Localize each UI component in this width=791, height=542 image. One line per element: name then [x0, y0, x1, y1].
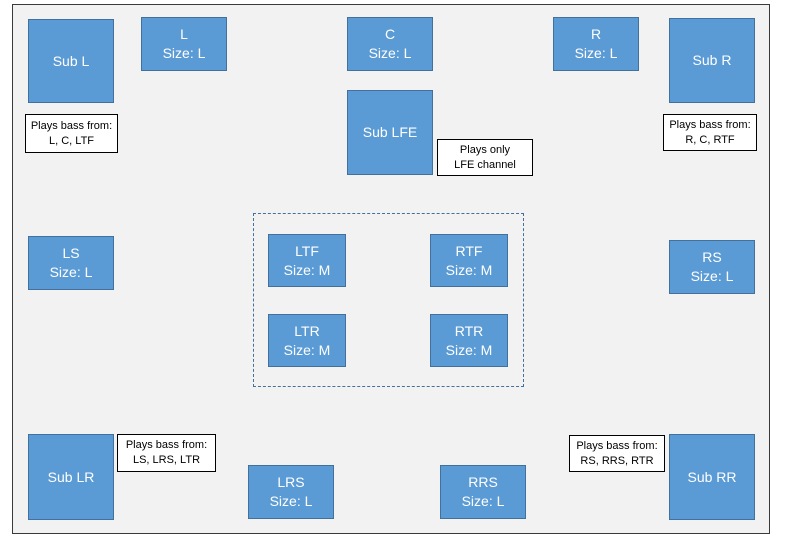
speaker-size: Size: L: [574, 45, 618, 61]
speaker-label: RTF: [455, 242, 483, 259]
speaker-label: LS: [62, 245, 80, 261]
speaker-ltf: LTF Size: M: [268, 234, 346, 287]
speaker-sub-rr: Sub RR: [669, 434, 755, 520]
note-sub-r: Plays bass from: R, C, RTF: [663, 114, 757, 151]
speaker-label: LRS: [277, 474, 305, 490]
speaker-size: Size: L: [461, 493, 505, 509]
note-line: Plays only: [459, 143, 511, 156]
note-line: L, C, LTF: [48, 134, 95, 147]
note-sub-lr: Plays bass from: LS, LRS, LTR: [117, 434, 216, 472]
speaker-label: LTR: [294, 322, 320, 339]
note-line: LFE channel: [454, 158, 516, 171]
speaker-size: Size: M: [283, 261, 331, 278]
speaker-sub-l: Sub L: [28, 19, 114, 103]
speaker-ls: LS Size: L: [28, 236, 114, 290]
speaker-label: Sub LFE: [362, 124, 418, 140]
note-line: Plays bass from:: [125, 439, 208, 451]
speaker-label: L: [180, 26, 188, 42]
note-sub-lfe: Plays only LFE channel: [437, 139, 533, 176]
speaker-size: Size: M: [283, 341, 331, 358]
note-sub-rr: Plays bass from: RS, RRS, RTR: [569, 435, 665, 472]
note-line: Plays bass from:: [576, 439, 658, 452]
speaker-size: Size: L: [269, 493, 313, 509]
speaker-lrs: LRS Size: L: [248, 465, 334, 519]
speaker-label: C: [384, 26, 396, 42]
speaker-rtf: RTF Size: M: [430, 234, 508, 287]
speaker-label: RRS: [468, 474, 498, 490]
speaker-label: RS: [702, 249, 722, 265]
speaker-size: Size: L: [162, 45, 206, 61]
speaker-l: L Size: L: [141, 17, 227, 71]
speaker-c: C Size: L: [347, 17, 433, 71]
note-line: LS, LRS, LTR: [132, 454, 201, 466]
speaker-label: Sub LR: [47, 468, 95, 485]
speaker-label: RTR: [454, 322, 484, 339]
speaker-size: Size: L: [690, 268, 734, 284]
speaker-size: Size: L: [368, 45, 412, 61]
speaker-size: Size: L: [49, 264, 93, 280]
speaker-ltr: LTR Size: M: [268, 314, 346, 367]
speaker-rs: RS Size: L: [669, 240, 755, 294]
speaker-r: R Size: L: [553, 17, 639, 71]
speaker-rrs: RRS Size: L: [440, 465, 526, 519]
note-line: R, C, RTF: [685, 133, 735, 146]
speaker-size: Size: M: [445, 261, 493, 278]
speaker-sub-lfe: Sub LFE: [347, 90, 433, 175]
note-line: Plays bass from:: [30, 119, 113, 132]
note-line: Plays bass from:: [669, 118, 751, 131]
speaker-label: Sub L: [52, 52, 90, 69]
height-speaker-zone: [253, 213, 524, 387]
speaker-sub-lr: Sub LR: [28, 434, 114, 520]
speaker-rtr: RTR Size: M: [430, 314, 508, 367]
speaker-label: Sub RR: [687, 468, 737, 485]
speaker-label: R: [590, 26, 602, 42]
speaker-label: Sub R: [692, 52, 732, 68]
speaker-label: LTF: [295, 242, 319, 259]
speaker-size: Size: M: [445, 341, 493, 358]
speaker-sub-r: Sub R: [669, 18, 755, 103]
note-sub-l: Plays bass from: L, C, LTF: [25, 114, 118, 153]
note-line: RS, RRS, RTR: [580, 454, 654, 467]
